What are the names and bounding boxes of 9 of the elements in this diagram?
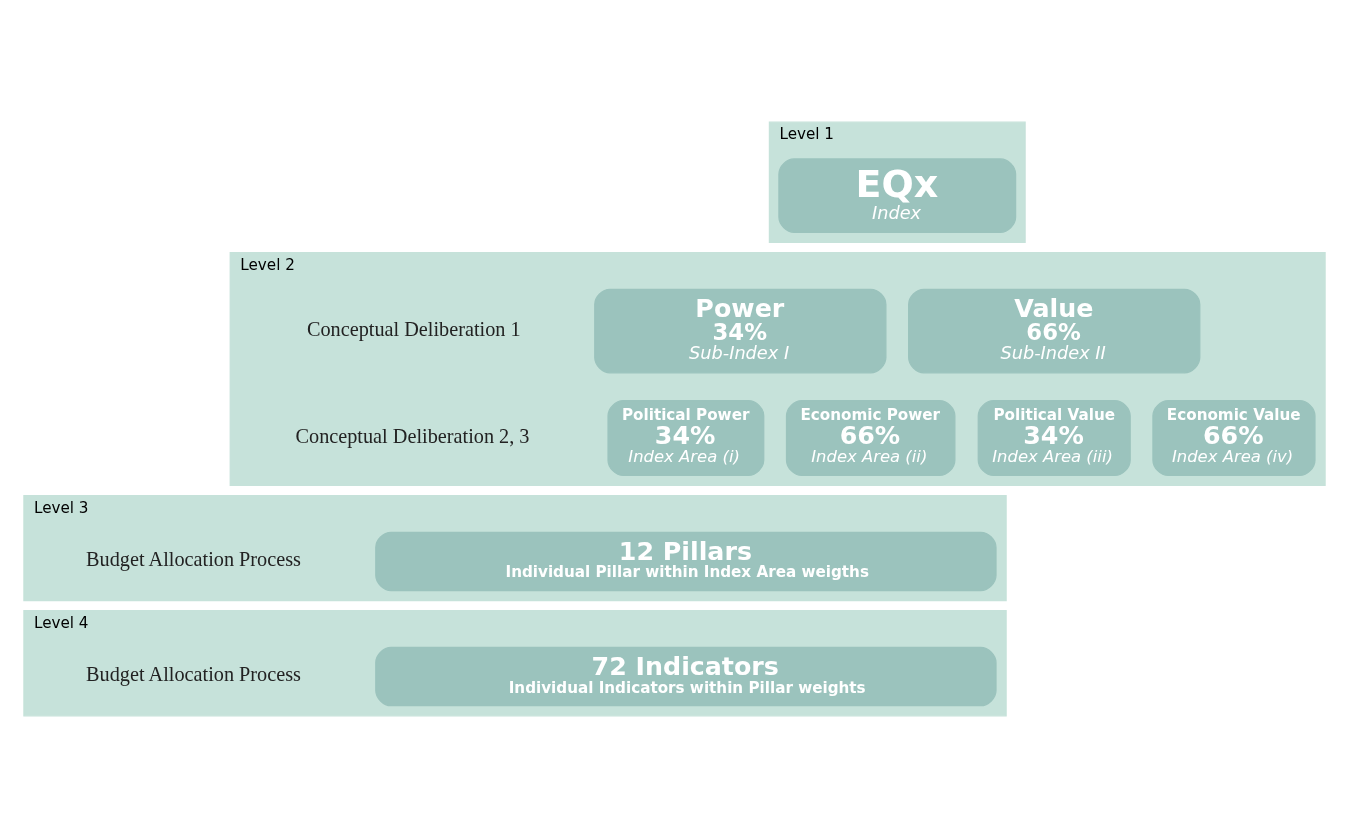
node-box: 12 Pillars Individual Pillar within Index Area weigths — [375, 531, 997, 591]
node-box: 72 Indicators Individual Indicators within Pillar weights — [375, 646, 997, 706]
node-box: Value 66% Sub-Index II — [908, 288, 1201, 373]
node-box: Political Value 34% Index Area (iii) — [977, 399, 1131, 476]
node-box: Political Power 34% Index Area (i) — [607, 399, 765, 476]
node-box: Economic Value 66% Index Area (iv) — [1152, 399, 1316, 476]
node-box: Power 34% Sub-Index I — [594, 288, 887, 373]
node-box: Economic Power 66% Index Area (ii) — [785, 399, 956, 476]
node-box: EQx Index — [778, 157, 1017, 233]
